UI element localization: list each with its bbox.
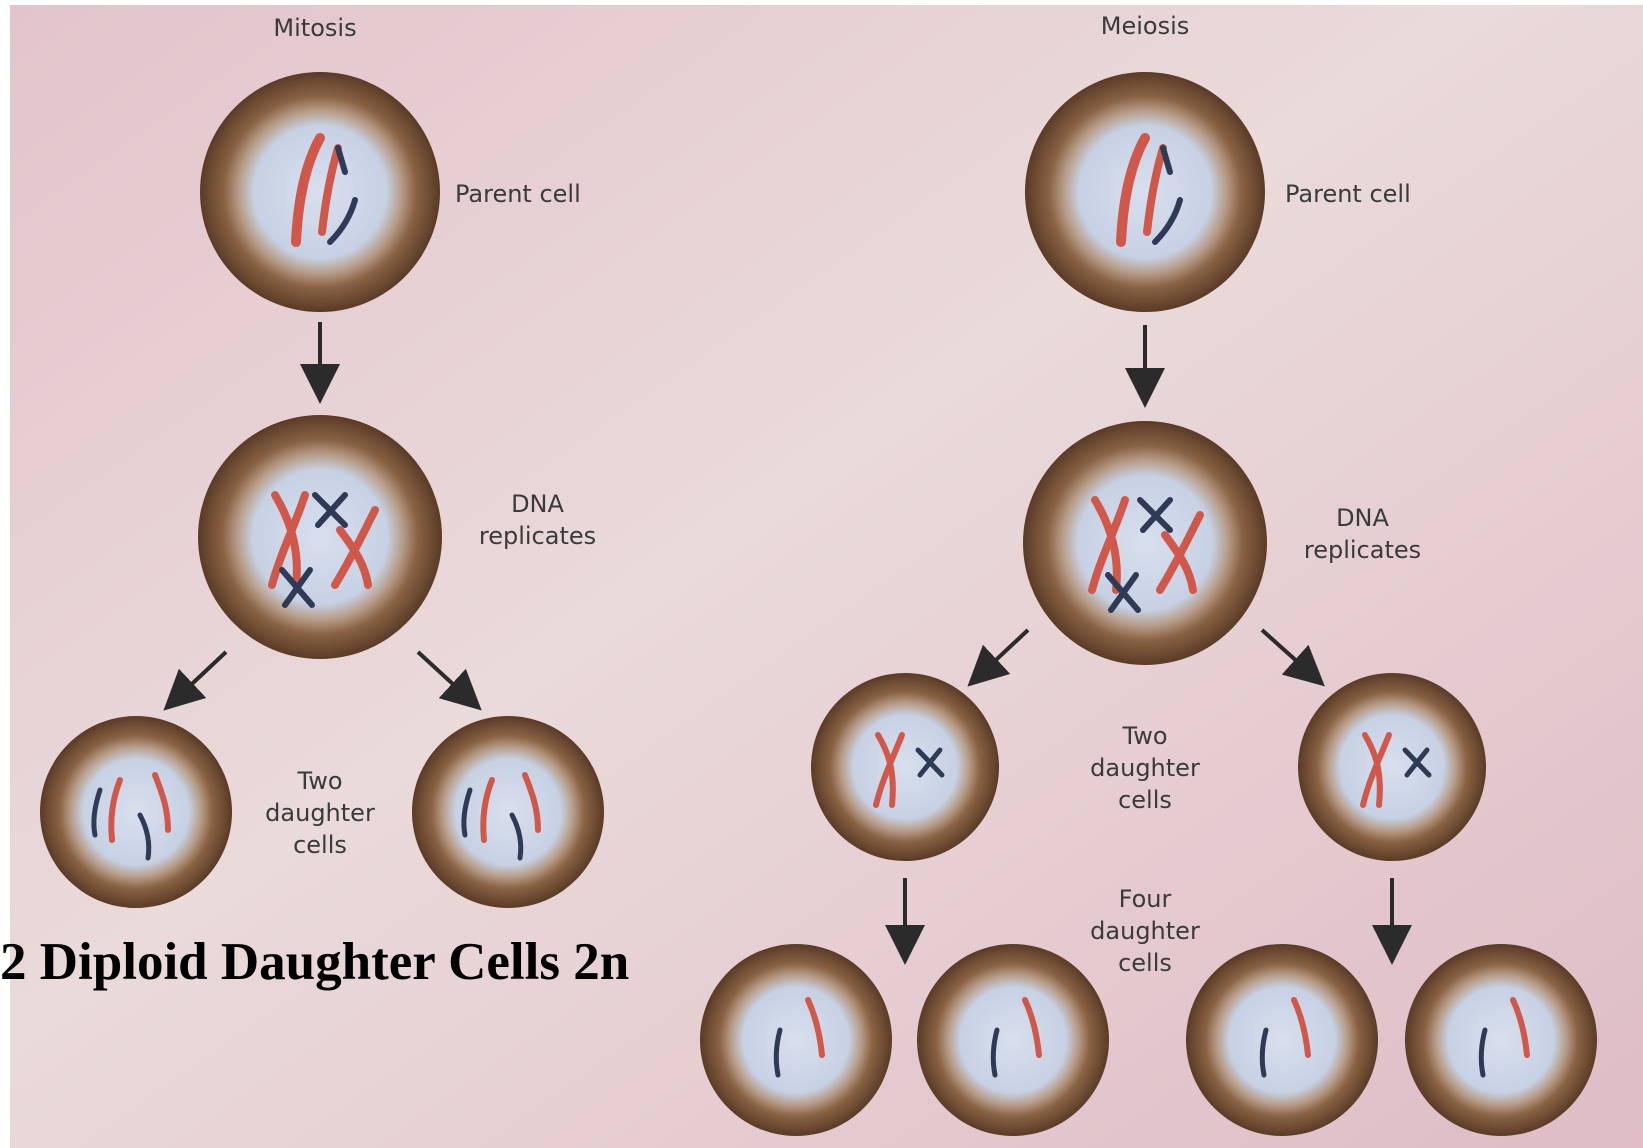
overlay-caption: 2 Diploid Daughter Cells 2n bbox=[0, 930, 629, 994]
mitosis-parent-label: Parent cell bbox=[455, 178, 625, 210]
mitosis-daughter-cell-right bbox=[412, 716, 604, 908]
mitosis-daughter-cell-left bbox=[40, 716, 232, 908]
meiosis-daughter-cell-right bbox=[1298, 673, 1486, 861]
meiosis-daughter-cell-left bbox=[811, 673, 999, 861]
mitosis-title: Mitosis bbox=[240, 12, 390, 44]
meiosis-final-label: Four daughter cells bbox=[1075, 883, 1215, 979]
meiosis-daughters-label: Two daughter cells bbox=[1075, 720, 1215, 816]
mitosis-daughters-label: Two daughter cells bbox=[250, 765, 390, 861]
meiosis-replicated-cell bbox=[1023, 421, 1267, 665]
meiosis-title: Meiosis bbox=[1070, 10, 1220, 42]
meiosis-final-cell-1 bbox=[700, 944, 892, 1136]
mitosis-replicate-label: DNA replicates bbox=[455, 488, 620, 552]
mitosis-parent-cell bbox=[200, 72, 440, 312]
mitosis-replicated-cell bbox=[198, 415, 442, 659]
meiosis-parent-cell bbox=[1025, 72, 1265, 312]
meiosis-parent-label: Parent cell bbox=[1285, 178, 1455, 210]
meiosis-final-cell-4 bbox=[1405, 944, 1597, 1136]
meiosis-replicate-label: DNA replicates bbox=[1280, 502, 1445, 566]
